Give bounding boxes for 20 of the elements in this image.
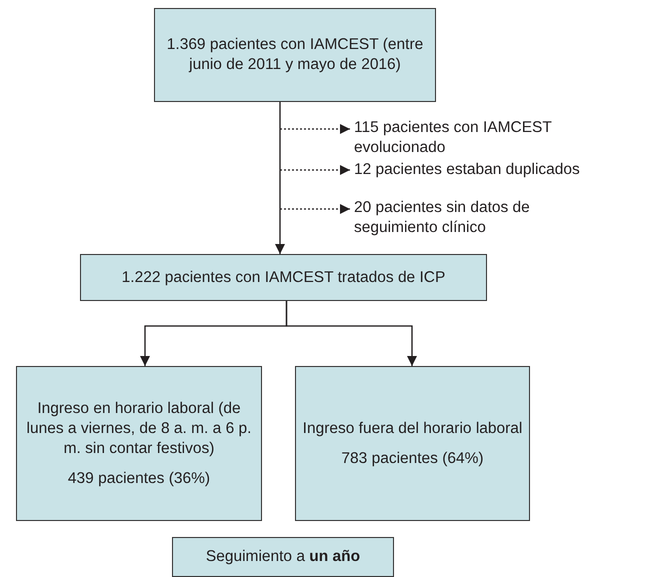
exclusion-text: 115 pacientes con IAMCEST evolucionado bbox=[354, 118, 553, 158]
patient-count: 783 pacientes (64%) bbox=[341, 448, 484, 468]
box-text: Ingreso en horario laboral (de lunes a viernes, de 8 a. m. a 6 p. m. sin contar festivos) bbox=[26, 398, 252, 458]
process-box bbox=[16, 366, 262, 521]
dashed-arrow bbox=[280, 204, 350, 214]
exclusion-text: 12 pacientes estaban duplicados bbox=[354, 160, 580, 180]
box-text: 1.222 pacientes con IAMCEST tratados de ICP bbox=[122, 268, 446, 288]
box-text: Ingreso fuera del horario laboral bbox=[302, 418, 522, 438]
process-box bbox=[295, 366, 530, 521]
dashed-arrow bbox=[280, 165, 350, 175]
process-box bbox=[154, 8, 436, 102]
arrow bbox=[275, 102, 285, 254]
arrow bbox=[286, 301, 417, 366]
box-text: Seguimiento a un año bbox=[206, 547, 360, 567]
dashed-arrow bbox=[280, 124, 350, 134]
process-box bbox=[172, 537, 394, 577]
patient-count: 439 pacientes (36%) bbox=[68, 468, 210, 488]
exclusion-text: 20 pacientes sin datos de seguimiento clínico bbox=[354, 198, 531, 238]
process-box bbox=[80, 254, 487, 301]
box-text: 1.369 pacientes con IAMCEST (entre junio de 2011 y mayo de 2016) bbox=[166, 35, 424, 75]
